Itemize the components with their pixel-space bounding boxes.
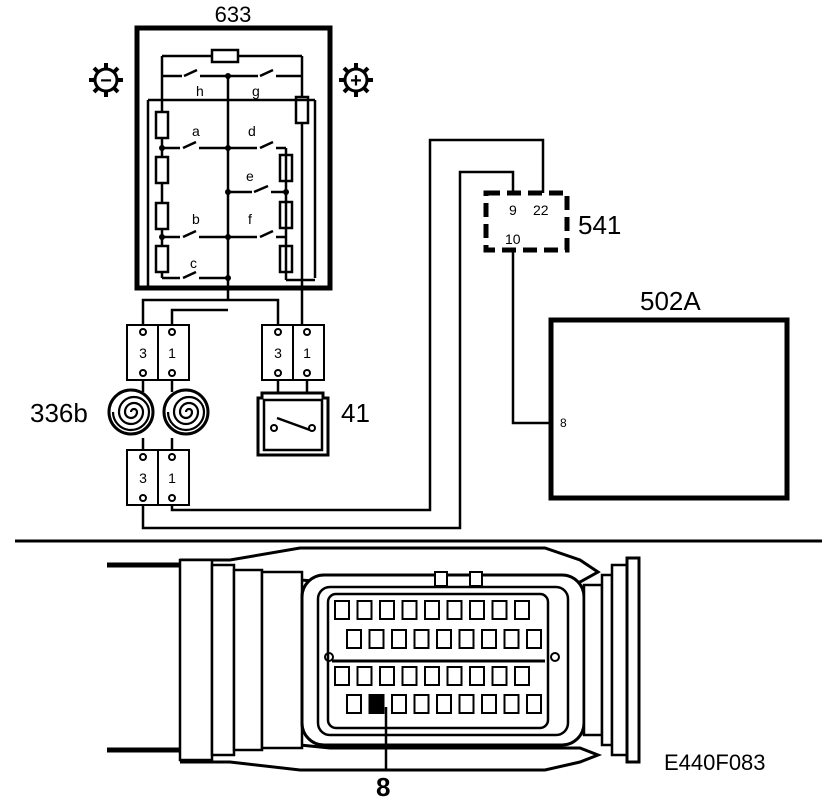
pin-cavity bbox=[391, 629, 407, 649]
connector-541-label: 541 bbox=[578, 210, 621, 240]
pin-cavity bbox=[526, 694, 542, 714]
module-502a: 502A 8 bbox=[548, 286, 790, 501]
pin-cavity bbox=[334, 600, 350, 620]
switch-b-label: b bbox=[192, 211, 200, 227]
pin-cavity bbox=[356, 666, 373, 686]
pin-cavity bbox=[391, 694, 407, 714]
terminal-1-label: 1 bbox=[168, 470, 176, 486]
switch-c-label: c bbox=[190, 255, 197, 271]
figure-id: E440F083 bbox=[664, 750, 766, 775]
pin-cavity bbox=[458, 629, 475, 649]
switch-h-label: h bbox=[196, 83, 204, 99]
switch-unit-633: 633 bbox=[134, 2, 333, 300]
pin-cavity bbox=[446, 666, 463, 686]
pin-10-label: 10 bbox=[505, 231, 521, 247]
pin-22-label: 22 bbox=[533, 202, 549, 218]
minus-gear-icon: − bbox=[87, 61, 125, 99]
terminal-block-lower-left: 3 1 bbox=[126, 449, 190, 506]
pin-8-cavity bbox=[368, 694, 385, 714]
pin-cavity bbox=[446, 600, 463, 620]
pin-cavity bbox=[491, 600, 508, 620]
module-pin-8-label: 8 bbox=[560, 416, 567, 430]
terminal-3-label: 3 bbox=[274, 345, 282, 361]
pin-cavity bbox=[469, 600, 485, 620]
pin-callout-label: 8 bbox=[376, 772, 390, 802]
pin-cavity bbox=[514, 600, 530, 620]
switch-d-label: d bbox=[248, 123, 256, 139]
terminal-block-upper-left: 3 1 bbox=[126, 324, 190, 381]
pin-cavity bbox=[368, 629, 385, 649]
pin-cavity bbox=[413, 694, 430, 714]
heater-label: 336b bbox=[30, 398, 88, 428]
terminal-1-label: 1 bbox=[303, 345, 311, 361]
plus-sign: + bbox=[350, 70, 362, 92]
pin-cavity bbox=[356, 600, 373, 620]
pin-cavity bbox=[413, 629, 430, 649]
pin-cavity bbox=[458, 694, 475, 714]
pin-cavity bbox=[503, 694, 520, 714]
connector-pin-grid bbox=[334, 600, 542, 714]
pin-cavity bbox=[436, 629, 452, 649]
heating-coil-icon bbox=[162, 388, 210, 436]
module-502a-label: 502A bbox=[640, 286, 701, 316]
heating-coil-icon bbox=[107, 388, 155, 436]
pin-cavity bbox=[346, 629, 362, 649]
pin-cavity bbox=[514, 666, 530, 686]
pin-cavity bbox=[334, 666, 350, 686]
pin-cavity bbox=[346, 694, 362, 714]
pin-cavity bbox=[503, 629, 520, 649]
harness-wires bbox=[141, 138, 555, 530]
pin-cavity bbox=[424, 600, 440, 620]
pin-cavity bbox=[481, 629, 497, 649]
pin-cavity bbox=[401, 600, 418, 620]
connector-drawing bbox=[107, 546, 641, 772]
switch-41: 41 bbox=[256, 380, 370, 457]
plus-gear-icon: + bbox=[337, 61, 375, 99]
pin-cavity bbox=[491, 666, 508, 686]
switch-f-label: f bbox=[248, 211, 252, 227]
terminal-3-label: 3 bbox=[139, 345, 147, 361]
pin-cavity bbox=[481, 694, 497, 714]
terminal-3-label: 3 bbox=[139, 470, 147, 486]
pin-cavity bbox=[379, 600, 395, 620]
pin-cavity bbox=[401, 666, 418, 686]
minus-sign: − bbox=[100, 70, 112, 92]
connector-541: 9 22 10 541 bbox=[483, 190, 621, 253]
switch-g-label: g bbox=[252, 83, 260, 99]
pin-cavity bbox=[424, 666, 440, 686]
terminal-block-upper-right: 3 1 bbox=[261, 324, 325, 381]
switch-unit-label: 633 bbox=[215, 2, 252, 27]
pin-cavity bbox=[526, 629, 542, 649]
switch-41-label: 41 bbox=[341, 398, 370, 428]
pin-cavity bbox=[379, 666, 395, 686]
pin-cavity bbox=[436, 694, 452, 714]
pin-9-label: 9 bbox=[509, 202, 517, 218]
pin-cavity bbox=[469, 666, 485, 686]
terminal-1-label: 1 bbox=[168, 345, 176, 361]
switch-e-label: e bbox=[246, 168, 254, 184]
switch-a-label: a bbox=[192, 123, 200, 139]
